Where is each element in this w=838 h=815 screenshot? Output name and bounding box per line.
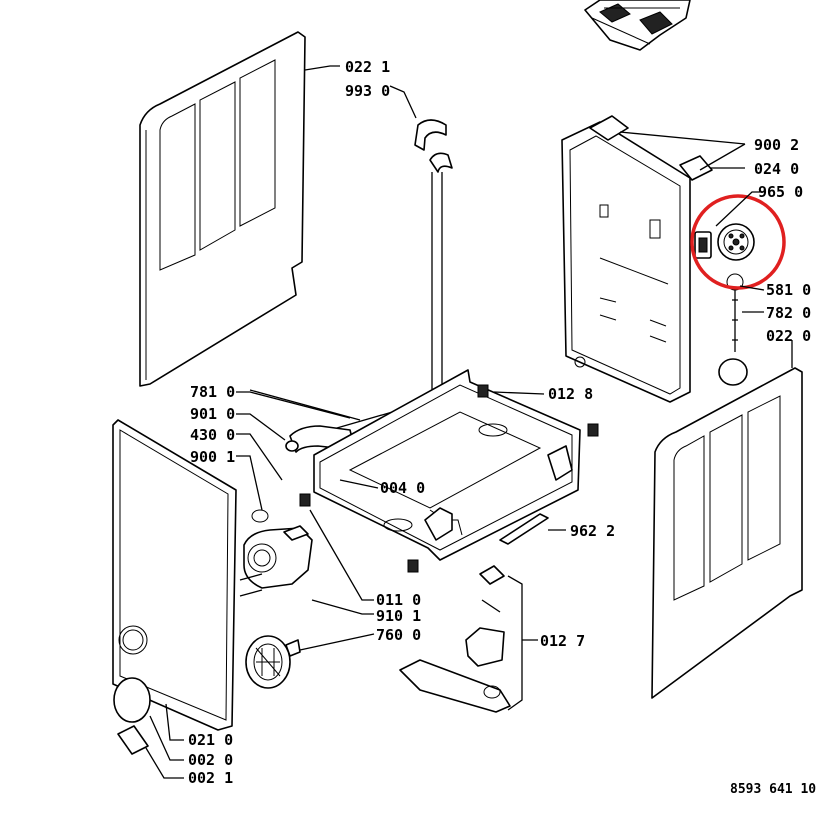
label-012-7: 012 7 bbox=[540, 632, 585, 650]
document-reference: 8593 641 10 bbox=[730, 782, 816, 797]
label-781-0: 781 0 bbox=[190, 383, 235, 401]
label-782-0: 782 0 bbox=[766, 304, 811, 322]
label-011-0: 011 0 bbox=[376, 591, 421, 609]
filter-760 bbox=[245, 635, 301, 689]
label-901-0: 901 0 bbox=[190, 405, 235, 423]
label-002-1: 002 1 bbox=[188, 769, 233, 787]
label-900-1: 900 1 bbox=[190, 448, 235, 466]
label-002-0: 002 0 bbox=[188, 751, 233, 769]
label-962-2: 962 2 bbox=[570, 522, 615, 540]
leader-lines bbox=[145, 65, 793, 779]
drain-pump-965 bbox=[690, 194, 786, 386]
part-labels: 022 1 993 0 900 2 024 0 965 0 581 0 782 … bbox=[188, 58, 816, 797]
label-581-0: 581 0 bbox=[766, 281, 811, 299]
label-022-1: 022 1 bbox=[345, 58, 390, 76]
label-021-0: 021 0 bbox=[188, 731, 233, 749]
label-004-0: 004 0 bbox=[380, 479, 425, 497]
front-panel bbox=[112, 419, 237, 731]
label-430-0: 430 0 bbox=[190, 426, 235, 444]
label-024-0: 024 0 bbox=[754, 160, 799, 178]
pump-assembly bbox=[239, 509, 313, 597]
label-012-8: 012 8 bbox=[548, 385, 593, 403]
control-panel-part bbox=[584, 0, 691, 51]
strip-962 bbox=[499, 513, 549, 545]
label-965-0: 965 0 bbox=[758, 183, 803, 201]
cabinet-frame bbox=[561, 115, 713, 403]
label-910-1: 910 1 bbox=[376, 607, 421, 625]
label-900-2: 900 2 bbox=[754, 136, 799, 154]
label-022-0: 022 0 bbox=[766, 327, 811, 345]
highlight-circle bbox=[690, 194, 786, 290]
base-frame bbox=[299, 369, 599, 573]
right-side-panel bbox=[651, 367, 803, 699]
label-760-0: 760 0 bbox=[376, 626, 421, 644]
rear-side-panel bbox=[139, 31, 306, 387]
service-door bbox=[113, 677, 151, 755]
label-993-0: 993 0 bbox=[345, 82, 390, 100]
feet-kit bbox=[399, 565, 511, 713]
